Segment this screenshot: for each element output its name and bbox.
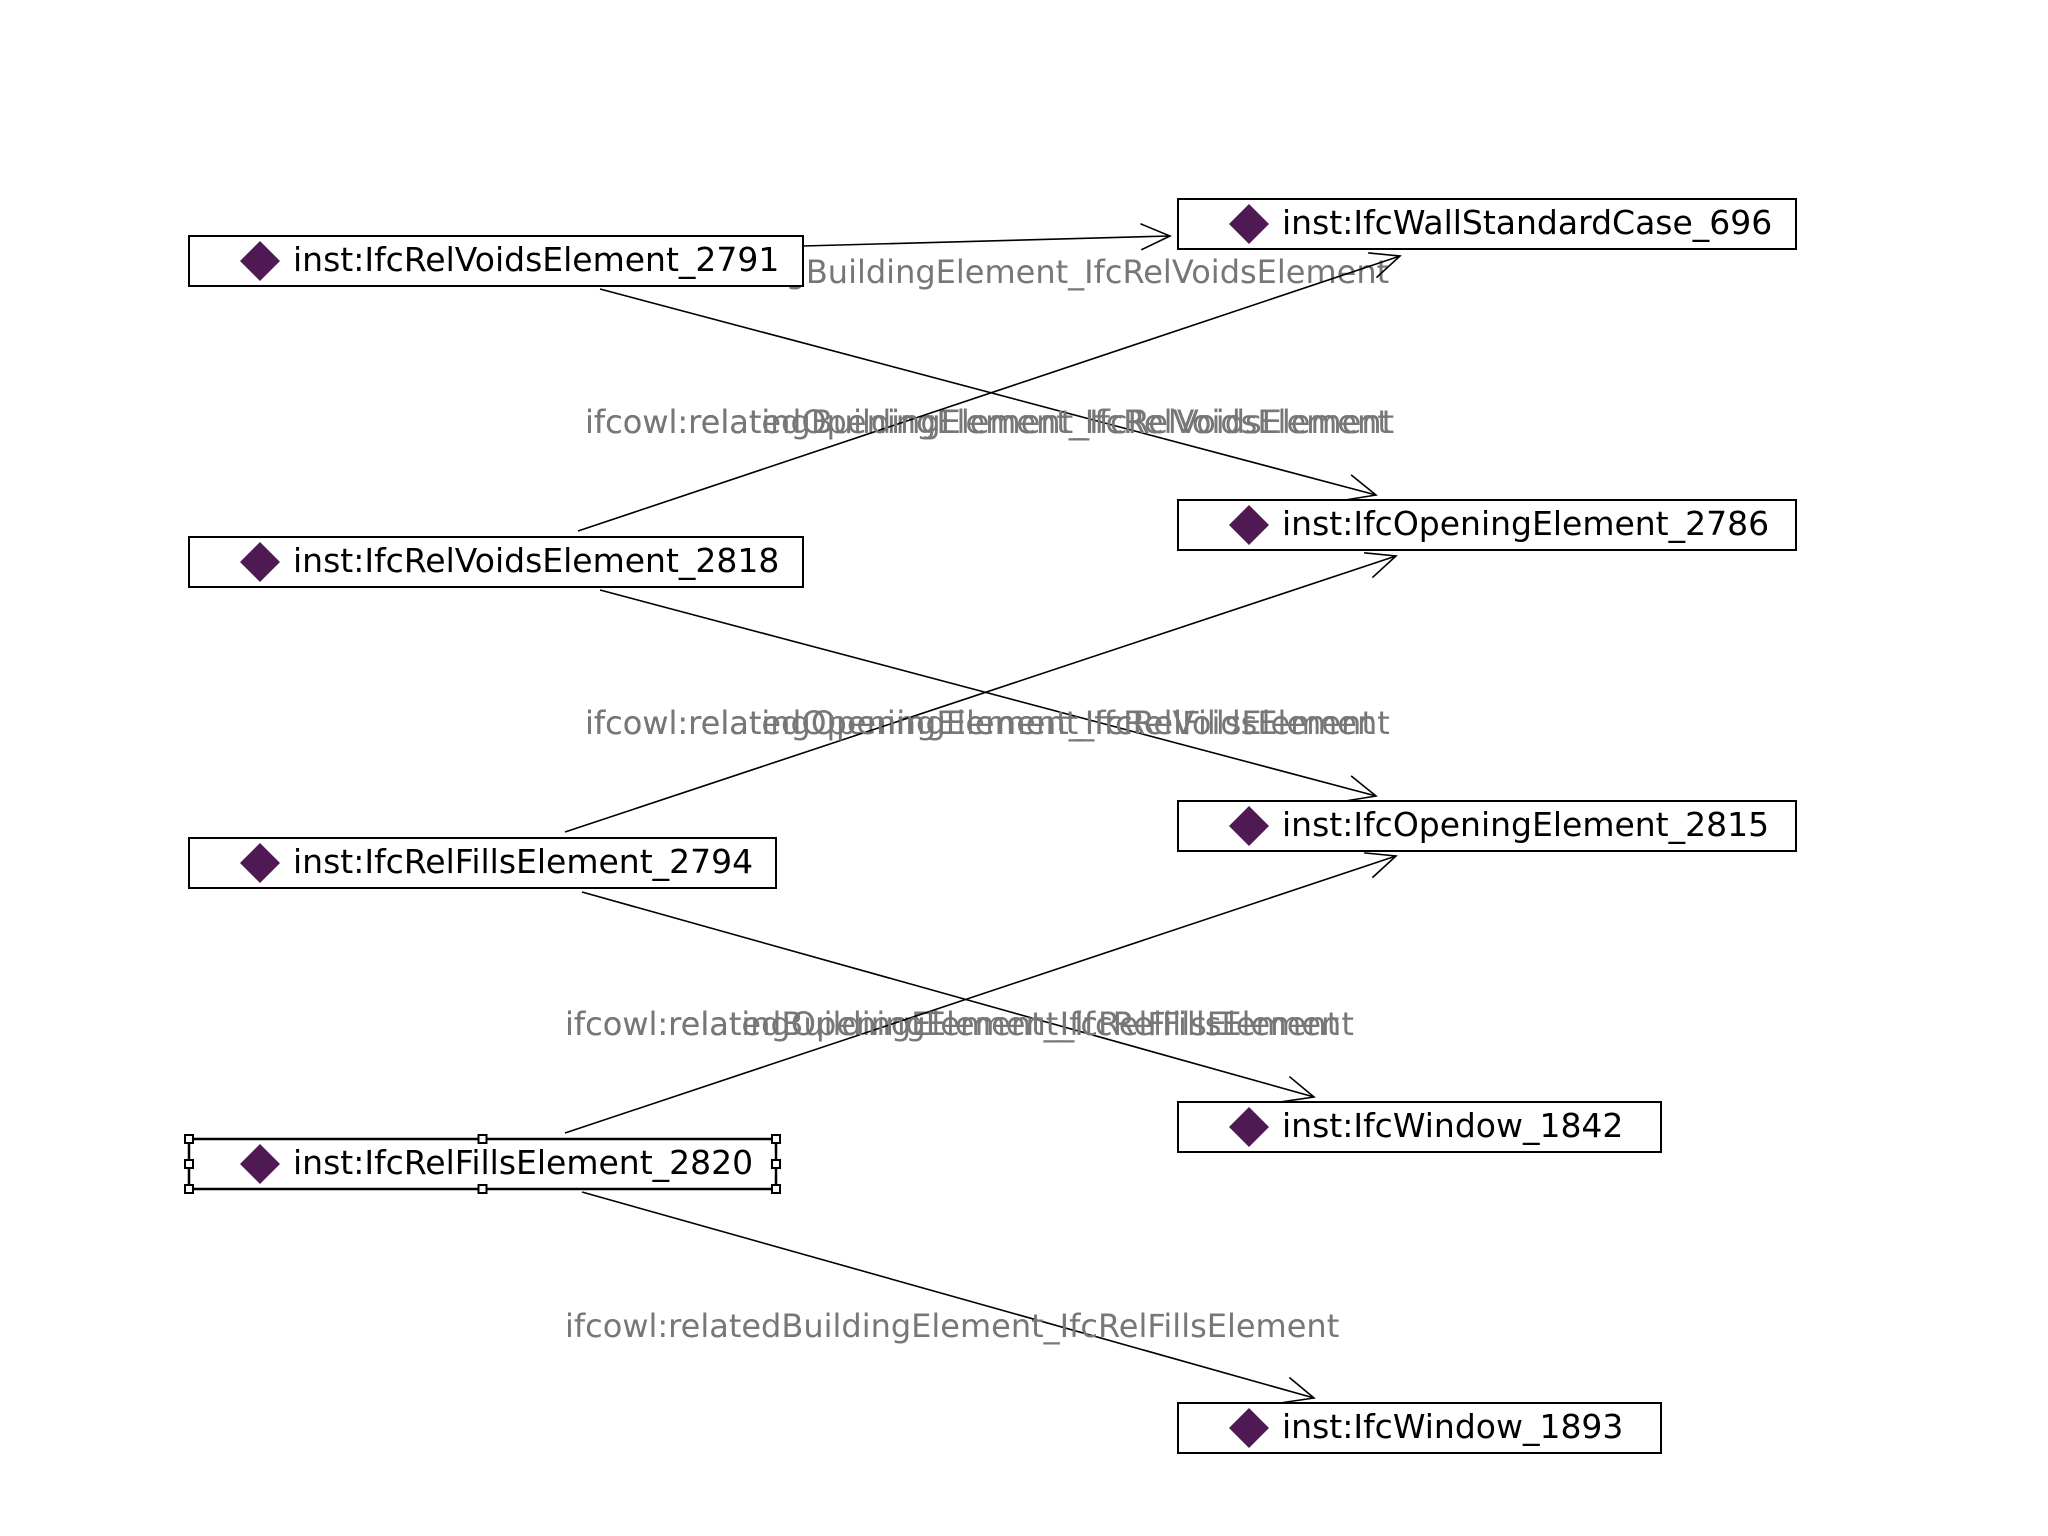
edge-rf2794-op2786[interactable]: ifcowl:relatingOpeningElement_IfcRelFill…: [564, 552, 1398, 833]
edge-line: [581, 891, 1315, 1098]
node-box: [1177, 1402, 1662, 1454]
node-wall696[interactable]: inst:IfcWallStandardCase_696: [1177, 198, 1797, 250]
edge-rf2820-op2815[interactable]: ifcowl:relatingOpeningElement_IfcRelFill…: [564, 852, 1398, 1134]
edge-label: ifcowl:relatedOpeningElement_IfcRelVoids…: [585, 704, 1390, 742]
node-win1842[interactable]: inst:IfcWindow_1842: [1177, 1101, 1662, 1153]
arrowhead-icon: [1364, 552, 1398, 579]
arrowhead-icon: [1344, 474, 1378, 501]
edge-line: [564, 855, 1397, 1134]
individual-diamond-icon: [1229, 806, 1269, 846]
node-box: [1177, 499, 1797, 551]
individual-diamond-icon: [1229, 1408, 1269, 1448]
node-label: inst:IfcOpeningElement_2815: [1282, 805, 1769, 844]
node-label: inst:IfcWindow_1842: [1282, 1106, 1623, 1145]
edge-label: ifcowl:relatingOpeningElement_IfcRelFill…: [565, 1005, 1354, 1043]
individual-diamond-icon: [1229, 1107, 1269, 1147]
edge-line: [599, 288, 1377, 496]
arrowhead-icon: [1364, 852, 1398, 879]
edge-label: ifcowl:relatedOpeningElement_IfcRelVoids…: [585, 403, 1390, 441]
edge-rv2818-wall696[interactable]: ifcowl:relatingBuildingElement_IfcRelVoi…: [577, 252, 1402, 532]
node-op2786[interactable]: inst:IfcOpeningElement_2786: [1177, 499, 1797, 551]
edge-line: [581, 1191, 1315, 1399]
nodes-layer: inst:IfcRelVoidsElement_2791 inst:IfcRelV…: [184, 198, 1797, 1454]
node-box: [188, 837, 777, 889]
arrowhead-icon: [1344, 775, 1378, 802]
node-rf2794[interactable]: inst:IfcRelFillsElement_2794: [188, 837, 777, 889]
node-label: inst:IfcWindow_1893: [1282, 1407, 1623, 1446]
node-op2815[interactable]: inst:IfcOpeningElement_2815: [1177, 800, 1797, 852]
edge-label: ifcowl:relatingBuildingElement_IfcRelVoi…: [585, 403, 1394, 441]
node-label: inst:IfcRelVoidsElement_2818: [293, 541, 779, 580]
individual-diamond-icon: [1229, 204, 1269, 244]
resize-handle[interactable]: [477, 1184, 488, 1194]
edge-line: [802, 235, 1171, 247]
node-label: inst:IfcWallStandardCase_696: [1282, 203, 1772, 242]
node-rf2820[interactable]: inst:IfcRelFillsElement_2820: [184, 1134, 781, 1194]
arrowhead-icon: [1140, 223, 1172, 251]
resize-handle[interactable]: [184, 1134, 194, 1144]
node-label: inst:IfcRelVoidsElement_2791: [293, 240, 779, 279]
node-box: [188, 235, 804, 287]
node-label: inst:IfcRelFillsElement_2820: [293, 1143, 753, 1182]
edge-line: [564, 555, 1397, 833]
node-box: [1177, 198, 1797, 250]
node-win1893[interactable]: inst:IfcWindow_1893: [1177, 1402, 1662, 1454]
resize-handle[interactable]: [184, 1184, 194, 1194]
individual-diamond-icon: [1229, 505, 1269, 545]
edge-label: ifcowl:relatedBuildingElement_IfcRelFill…: [565, 1307, 1339, 1345]
node-rv2818[interactable]: inst:IfcRelVoidsElement_2818: [188, 536, 804, 588]
resize-handle[interactable]: [184, 1159, 194, 1169]
edge-label: ifcowl:relatedBuildingElement_IfcRelFill…: [565, 1005, 1339, 1043]
node-rv2791[interactable]: inst:IfcRelVoidsElement_2791: [188, 235, 804, 287]
edge-rv2818-op2815[interactable]: ifcowl:relatedOpeningElement_IfcRelVoids…: [585, 589, 1390, 802]
edge-rv2791-op2786[interactable]: ifcowl:relatedOpeningElement_IfcRelVoids…: [585, 288, 1390, 501]
resize-handle[interactable]: [771, 1184, 781, 1194]
node-box: [188, 536, 804, 588]
resize-handle[interactable]: [771, 1134, 781, 1144]
edge-line: [577, 255, 1401, 532]
arrowhead-icon: [1368, 252, 1402, 279]
edge-rf2794-win1842[interactable]: ifcowl:relatedBuildingElement_IfcRelFill…: [565, 891, 1339, 1103]
individual-diamond-icon: [240, 241, 280, 281]
arrowhead-icon: [1282, 1075, 1316, 1103]
edge-label: ifcowl:relatingOpeningElement_IfcRelFill…: [585, 704, 1374, 742]
edge-rf2820-win1893[interactable]: ifcowl:relatedBuildingElement_IfcRelFill…: [565, 1191, 1339, 1404]
resize-handle[interactable]: [477, 1134, 488, 1144]
node-label: inst:IfcRelFillsElement_2794: [293, 842, 753, 881]
node-box: [187, 1137, 778, 1191]
node-box: [1177, 800, 1797, 852]
edge-line: [599, 589, 1377, 797]
arrowhead-icon: [1282, 1376, 1316, 1404]
individual-diamond-icon: [240, 843, 280, 883]
individual-diamond-icon: [240, 542, 280, 582]
node-label: inst:IfcOpeningElement_2786: [1282, 504, 1769, 543]
resize-handle[interactable]: [771, 1159, 781, 1169]
edges-layer: ifcowl:relatingBuildingElement_IfcRelVoi…: [564, 223, 1402, 1404]
individual-diamond-icon: [240, 1144, 280, 1184]
